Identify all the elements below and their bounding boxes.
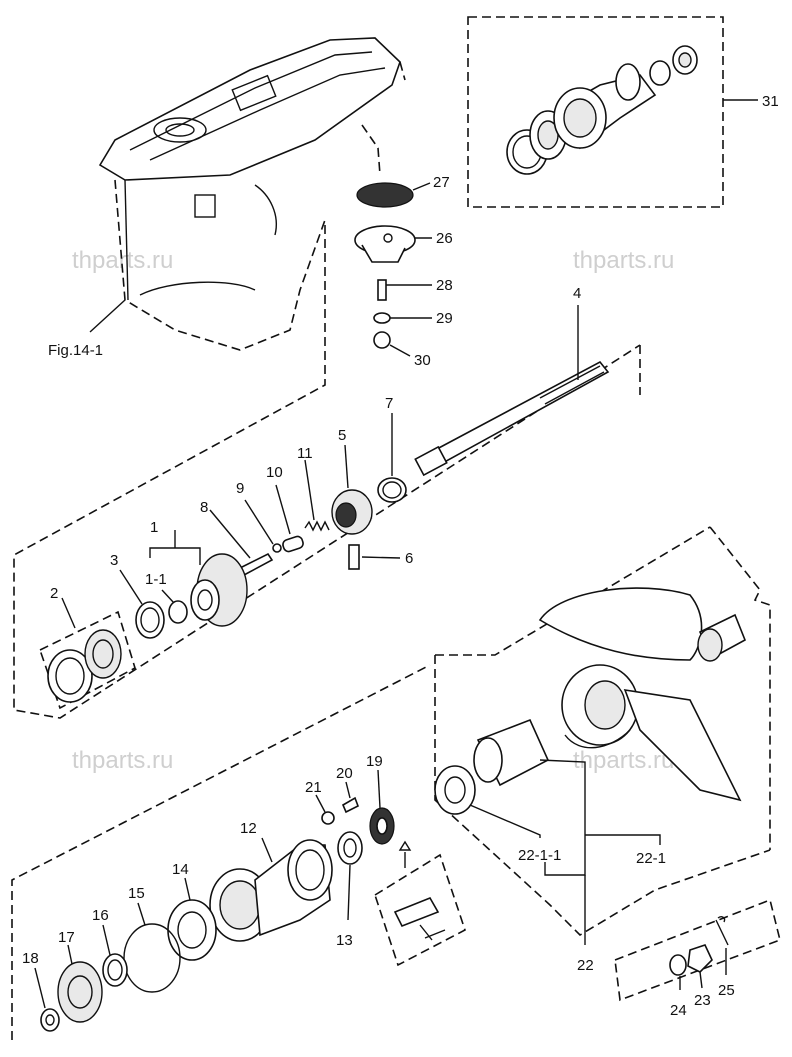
callout-16: 16 bbox=[92, 907, 109, 924]
callout-12: 12 bbox=[240, 820, 257, 837]
callout-22: 22 bbox=[577, 957, 594, 974]
housing-bolt bbox=[341, 796, 360, 814]
special-tool-inset bbox=[374, 840, 466, 967]
shaft-assembly-outline bbox=[13, 225, 641, 719]
clutch-dog bbox=[331, 489, 373, 535]
forward-gear-bushing bbox=[168, 600, 188, 624]
fig-reference-label: Fig.14-1 bbox=[48, 342, 103, 359]
ball-bearing bbox=[167, 899, 217, 961]
tapered-roller-bearing bbox=[39, 610, 136, 710]
callout-17: 17 bbox=[58, 929, 75, 946]
watermark-bottom-right: thparts.ru bbox=[573, 747, 674, 774]
callout-27: 27 bbox=[433, 174, 450, 191]
callout-22-1-1: 22-1-1 bbox=[518, 847, 561, 864]
callout-19: 19 bbox=[366, 753, 383, 770]
callout-30: 30 bbox=[414, 352, 431, 369]
callout-20: 20 bbox=[336, 765, 353, 782]
propeller-nut-set bbox=[614, 898, 781, 1002]
propeller-shaft-housing bbox=[209, 839, 333, 942]
callout-14: 14 bbox=[172, 861, 189, 878]
callout-15: 15 bbox=[128, 885, 145, 902]
bearing-housing-kit-31 bbox=[467, 16, 758, 208]
callout-11: 11 bbox=[297, 445, 313, 462]
callout-31: 31 bbox=[762, 93, 779, 110]
cross-pin bbox=[348, 544, 360, 570]
callout-4: 4 bbox=[573, 285, 581, 302]
callout-25: 25 bbox=[718, 982, 735, 999]
slider bbox=[282, 535, 304, 553]
callout-10: 10 bbox=[266, 464, 283, 481]
callout-6: 6 bbox=[405, 550, 413, 567]
watermark-bottom-left: thparts.ru bbox=[72, 747, 173, 774]
shift-spring bbox=[304, 520, 330, 532]
shift-plunger bbox=[238, 552, 274, 577]
housing-assembly-outline bbox=[11, 664, 431, 1040]
steel-ball bbox=[272, 543, 282, 553]
watermark-top-right: thparts.ru bbox=[573, 247, 674, 274]
rubber-sleeve-and-spacer bbox=[434, 718, 550, 815]
callout-29: 29 bbox=[436, 310, 453, 327]
reverse-gear-shim bbox=[102, 953, 128, 987]
callout-1: 1 bbox=[150, 519, 158, 536]
callout-3: 3 bbox=[110, 552, 118, 569]
propeller-assembly bbox=[434, 526, 771, 937]
thrust-washer bbox=[40, 1008, 60, 1032]
callout-23: 23 bbox=[694, 992, 711, 1009]
callout-1-1: 1-1 bbox=[145, 571, 167, 588]
washer bbox=[321, 811, 335, 825]
callout-26: 26 bbox=[436, 230, 453, 247]
callout-28: 28 bbox=[436, 277, 453, 294]
anode-assembly bbox=[354, 124, 416, 349]
o-ring bbox=[123, 923, 181, 993]
callout-22-1: 22-1 bbox=[636, 850, 666, 867]
shim bbox=[135, 601, 165, 639]
propeller-shaft bbox=[414, 360, 610, 477]
callout-5: 5 bbox=[338, 427, 346, 444]
callout-24: 24 bbox=[670, 1002, 687, 1019]
callout-13: 13 bbox=[336, 932, 353, 949]
callout-9: 9 bbox=[236, 480, 244, 497]
callout-8: 8 bbox=[200, 499, 208, 516]
fig-leader bbox=[89, 299, 126, 333]
callout-2: 2 bbox=[50, 585, 58, 602]
reverse-gear bbox=[57, 961, 103, 1023]
callout-18: 18 bbox=[22, 950, 39, 967]
callout-7: 7 bbox=[385, 395, 393, 412]
needle-bearing bbox=[337, 831, 363, 865]
forward-gear bbox=[190, 553, 248, 627]
callout-21: 21 bbox=[305, 779, 322, 796]
